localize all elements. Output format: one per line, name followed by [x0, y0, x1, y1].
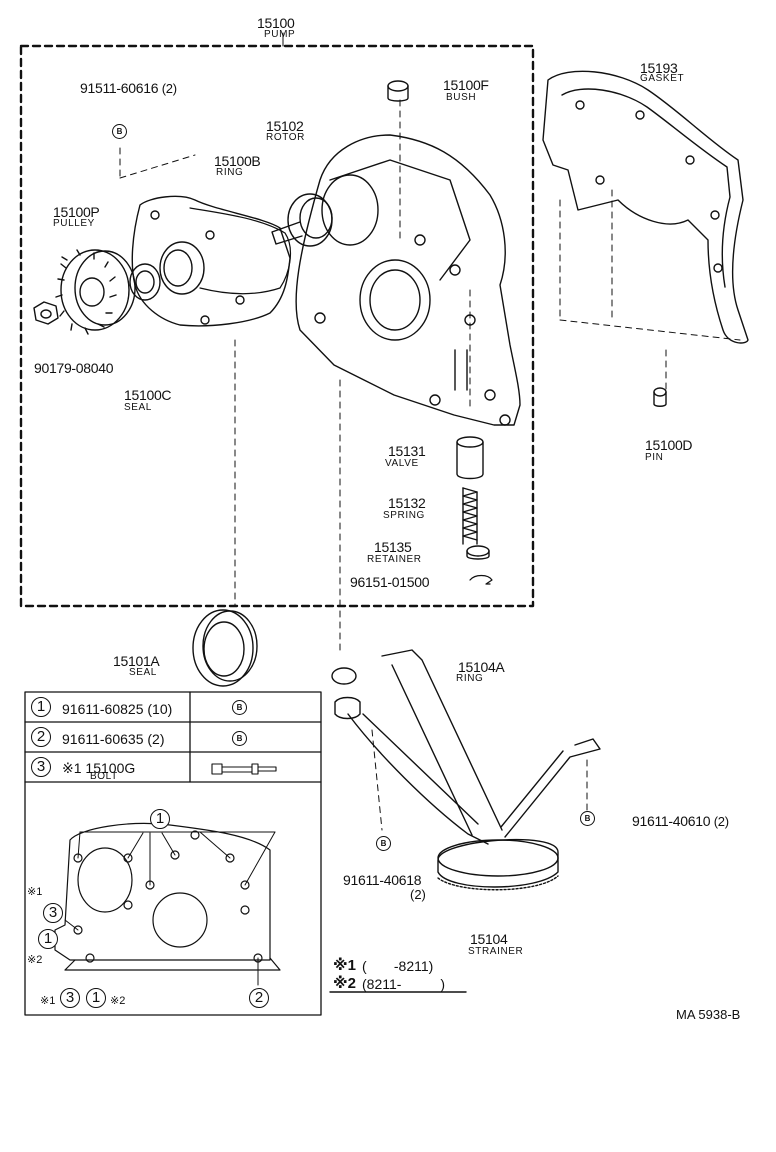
inset-mark-1-bottom: ※1: [40, 995, 56, 1007]
legend-row-3-name: BOLT: [90, 771, 118, 782]
legend-index-3: 3: [31, 757, 51, 777]
ring-pump-number: 15100B: [214, 153, 261, 169]
ring-shape: [189, 207, 292, 295]
rotor-shape: [271, 193, 333, 247]
legend-row-1-part: 91611-60825 (10): [62, 701, 173, 717]
inset-callout-1-top: 1: [150, 809, 170, 829]
ring-strainer-number: 15104A: [458, 659, 505, 675]
pin-number: 15100D: [645, 437, 693, 453]
inset-mark-1-left: ※1: [27, 886, 43, 898]
figure-code: MA 5938-B: [676, 1007, 741, 1022]
legend-table-grid: [24, 691, 322, 1016]
strainer-ring-shape: [331, 667, 357, 685]
spring-name: SPRING: [383, 510, 425, 521]
seal-pump-name: SEAL: [124, 402, 152, 413]
note-2-mark: ※2: [333, 975, 356, 992]
inset-callout-3-bottom: 3: [60, 988, 80, 1008]
ring-strainer-name: RING: [456, 673, 484, 684]
inset-callout-3-left: 3: [43, 903, 63, 923]
note-1-text: ( -8211): [362, 958, 434, 974]
valve-shape: [456, 436, 484, 480]
bolt-pump-cover-number: 91511-60616 (2): [80, 80, 177, 96]
legend-row-3-part: ※1 15100G: [62, 760, 136, 776]
bolt-strainer-b-number: 91611-40618: [343, 872, 422, 888]
crank-seal-shape: [192, 609, 258, 687]
gasket-name: GASKET: [640, 73, 685, 84]
retainer-shape: [466, 545, 490, 560]
legend-bolt-shape: [211, 763, 277, 775]
pump-name: PUMP: [264, 29, 296, 40]
seal-crank-number: 15101A: [113, 653, 160, 669]
rotor-name: ROTOR: [266, 132, 305, 143]
bolt-strainer-b-qty: (2): [410, 887, 426, 902]
nut-number: 90179-08040: [34, 360, 114, 376]
pump-body-shape: [295, 134, 521, 426]
clip-shape: [469, 574, 493, 585]
legend-index-1: 1: [31, 697, 51, 717]
bush-shape: [387, 80, 409, 102]
strainer-name: STRAINER: [468, 946, 524, 957]
inset-leader-lines: [64, 831, 276, 986]
inset-mark-2-bottom: ※2: [110, 995, 126, 1007]
pump-number: 15100: [257, 15, 295, 31]
rotor-number: 15102: [266, 118, 304, 134]
bolt-strainer-a-number: 91611-40610 (2): [632, 813, 729, 829]
ring-pump-name: RING: [216, 167, 244, 178]
retainer-number: 15135: [374, 539, 412, 555]
pulley-name: PULLEY: [53, 218, 95, 229]
pump-assembly-boundary: [19, 44, 535, 608]
pin-name: PIN: [645, 452, 664, 463]
gasket-number: 15193: [640, 60, 678, 76]
pin-shape: [653, 387, 667, 407]
strainer-number: 15104: [470, 931, 508, 947]
bolt-symbol-icon: B: [376, 836, 391, 851]
bolt-symbol-icon: B: [232, 700, 247, 715]
inset-callout-2: 2: [249, 988, 269, 1008]
gasket-shape: [542, 70, 749, 344]
spring-number: 15132: [388, 495, 426, 511]
bush-name: BUSH: [446, 92, 477, 103]
spring-shape: [462, 487, 478, 545]
clip-number: 96151-01500: [350, 574, 430, 590]
bolt-symbol-icon: B: [232, 731, 247, 746]
inset-mark-2-left: ※2: [27, 954, 43, 966]
inset-callout-1-bottom: 1: [86, 988, 106, 1008]
strainer-shape: [334, 649, 601, 891]
pulley-shape: [55, 249, 136, 335]
inset-pump-drawing: [54, 822, 281, 971]
legend-index-2: 2: [31, 727, 51, 747]
valve-name: VALVE: [385, 458, 419, 469]
inset-callout-1-left: 1: [38, 929, 58, 949]
retainer-name: RETAINER: [367, 554, 422, 565]
pulley-number: 15100P: [53, 204, 100, 220]
note-2-text: (8211- ): [362, 976, 445, 992]
legend-row-2-part: 91611-60635 (2): [62, 731, 165, 747]
note-1-mark: ※1: [333, 957, 356, 974]
bush-number: 15100F: [443, 77, 489, 93]
seal-crank-name: SEAL: [129, 667, 157, 678]
bolt-symbol-icon: B: [580, 811, 595, 826]
valve-number: 15131: [388, 443, 426, 459]
seal-pump-number: 15100C: [124, 387, 172, 403]
pump-cover-shape: [129, 195, 291, 327]
nut-shape: [33, 301, 59, 325]
bolt-symbol-icon: B: [112, 124, 127, 139]
